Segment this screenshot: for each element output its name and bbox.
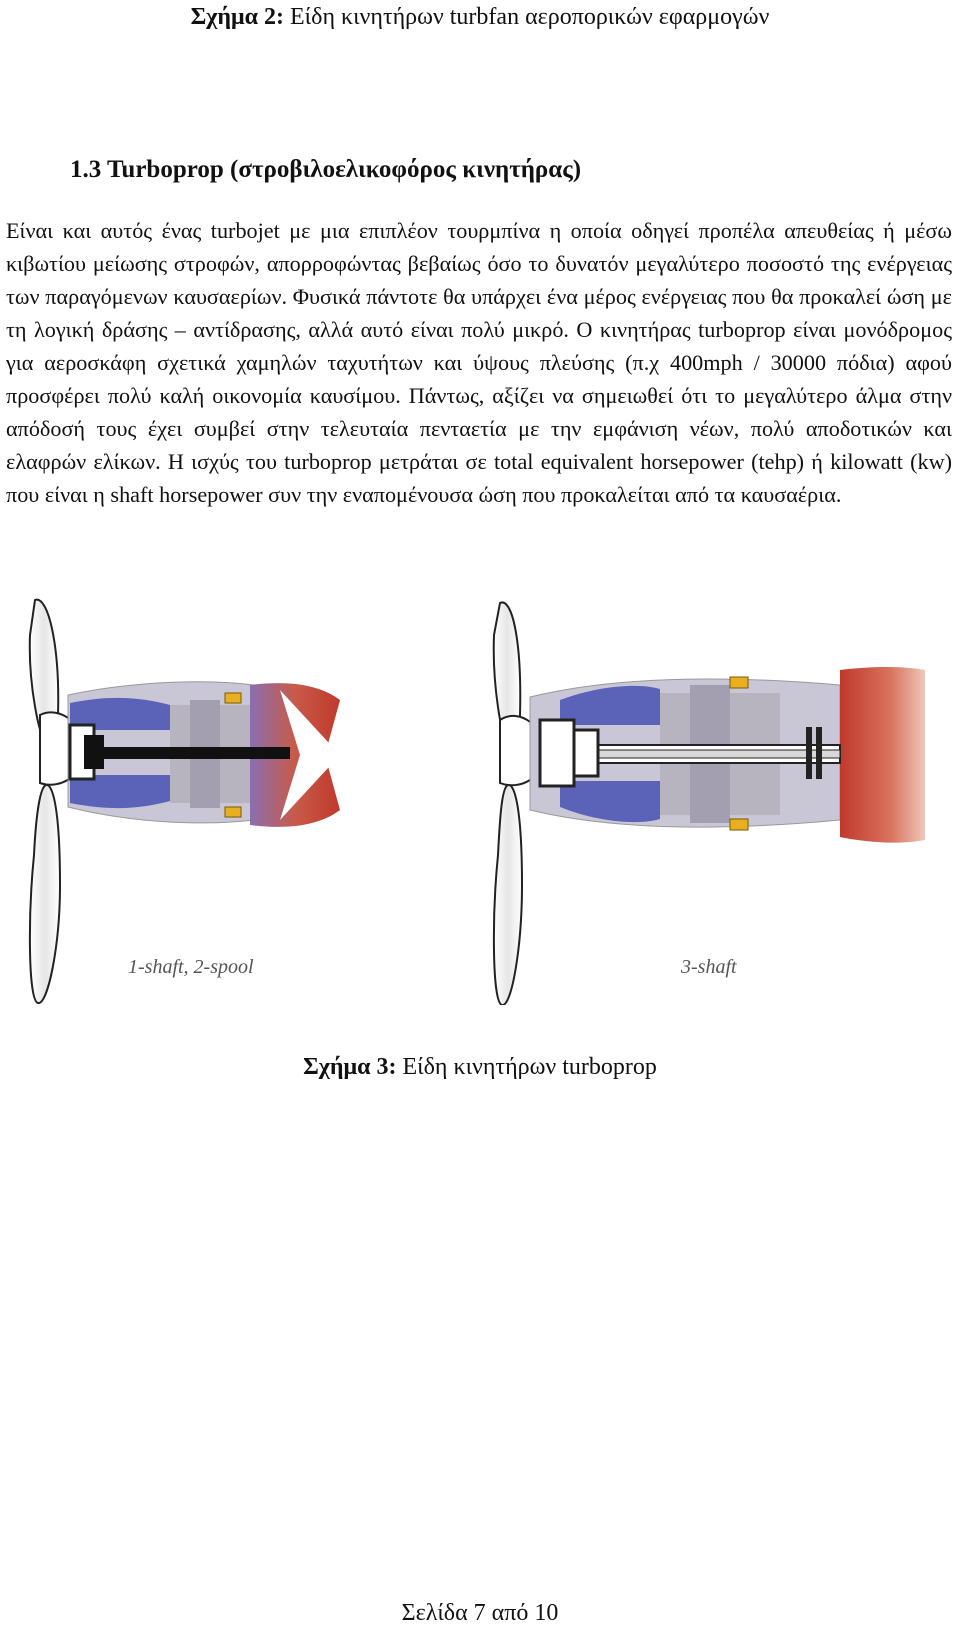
figure-2-caption: Σχήμα 2: Είδη κινητήρων turbfan αεροπορι… [0,0,960,40]
turboprop-figure [0,585,960,1005]
engine-right [492,601,925,1005]
figure-2-caption-text: Είδη κινητήρων turbfan αεροπορικών εφαρμ… [284,4,770,30]
figure-3-caption-text: Είδη κινητήρων turboprop [396,1054,657,1080]
figure-3-caption: Σχήμα 3: Είδη κινητήρων turboprop [0,1050,960,1084]
section-heading: 1.3 Turboprop (στροβιλοελικοφόρος κινητή… [70,156,582,183]
left-engine-label: 1-shaft, 2-spool [128,956,254,978]
page-number: Σελίδα 7 από 10 [401,1600,559,1626]
turboprop-diagrams [28,598,925,1005]
engine-left [28,598,340,1004]
figure-3-caption-prefix: Σχήμα 3: [303,1054,397,1080]
right-engine-label: 3-shaft [681,956,737,978]
figure-2-caption-prefix: Σχήμα 2: [190,4,285,30]
section-paragraph: Είναι και αυτός ένας turbojet με μια επι… [6,218,952,507]
